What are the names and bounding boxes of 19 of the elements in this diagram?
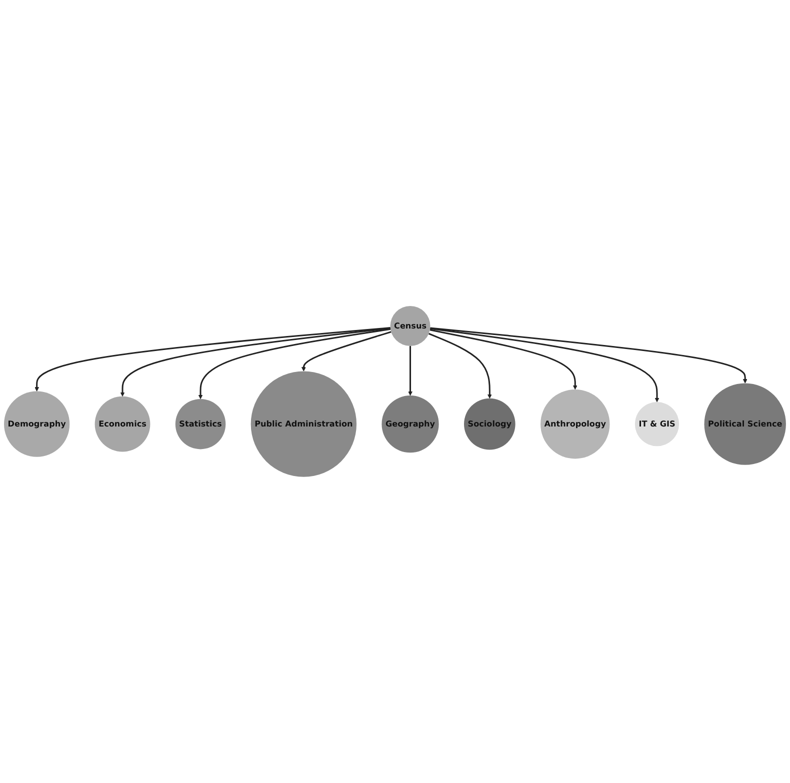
arrow: [34, 327, 390, 392]
node-circle: Political Science: [704, 383, 786, 465]
arrow: [198, 328, 391, 400]
node-circle: Statistics: [175, 398, 226, 450]
node-circle: IT & GIS: [634, 402, 680, 446]
arrow: [428, 332, 492, 399]
arrow: [408, 346, 412, 396]
node-circle: Census: [390, 306, 430, 346]
node-circle: Public Administration: [250, 371, 357, 477]
node-circle: Demography: [4, 391, 70, 457]
arrow: [430, 329, 578, 390]
arrow: [430, 328, 660, 402]
arrow: [430, 327, 748, 384]
arrow: [120, 328, 390, 397]
node-circle: Economics: [94, 396, 150, 452]
node-circle: Anthropology: [540, 389, 610, 459]
arrow: [301, 331, 392, 372]
node-circle: Geography: [382, 396, 439, 453]
node-circle: Sociology: [464, 398, 516, 450]
